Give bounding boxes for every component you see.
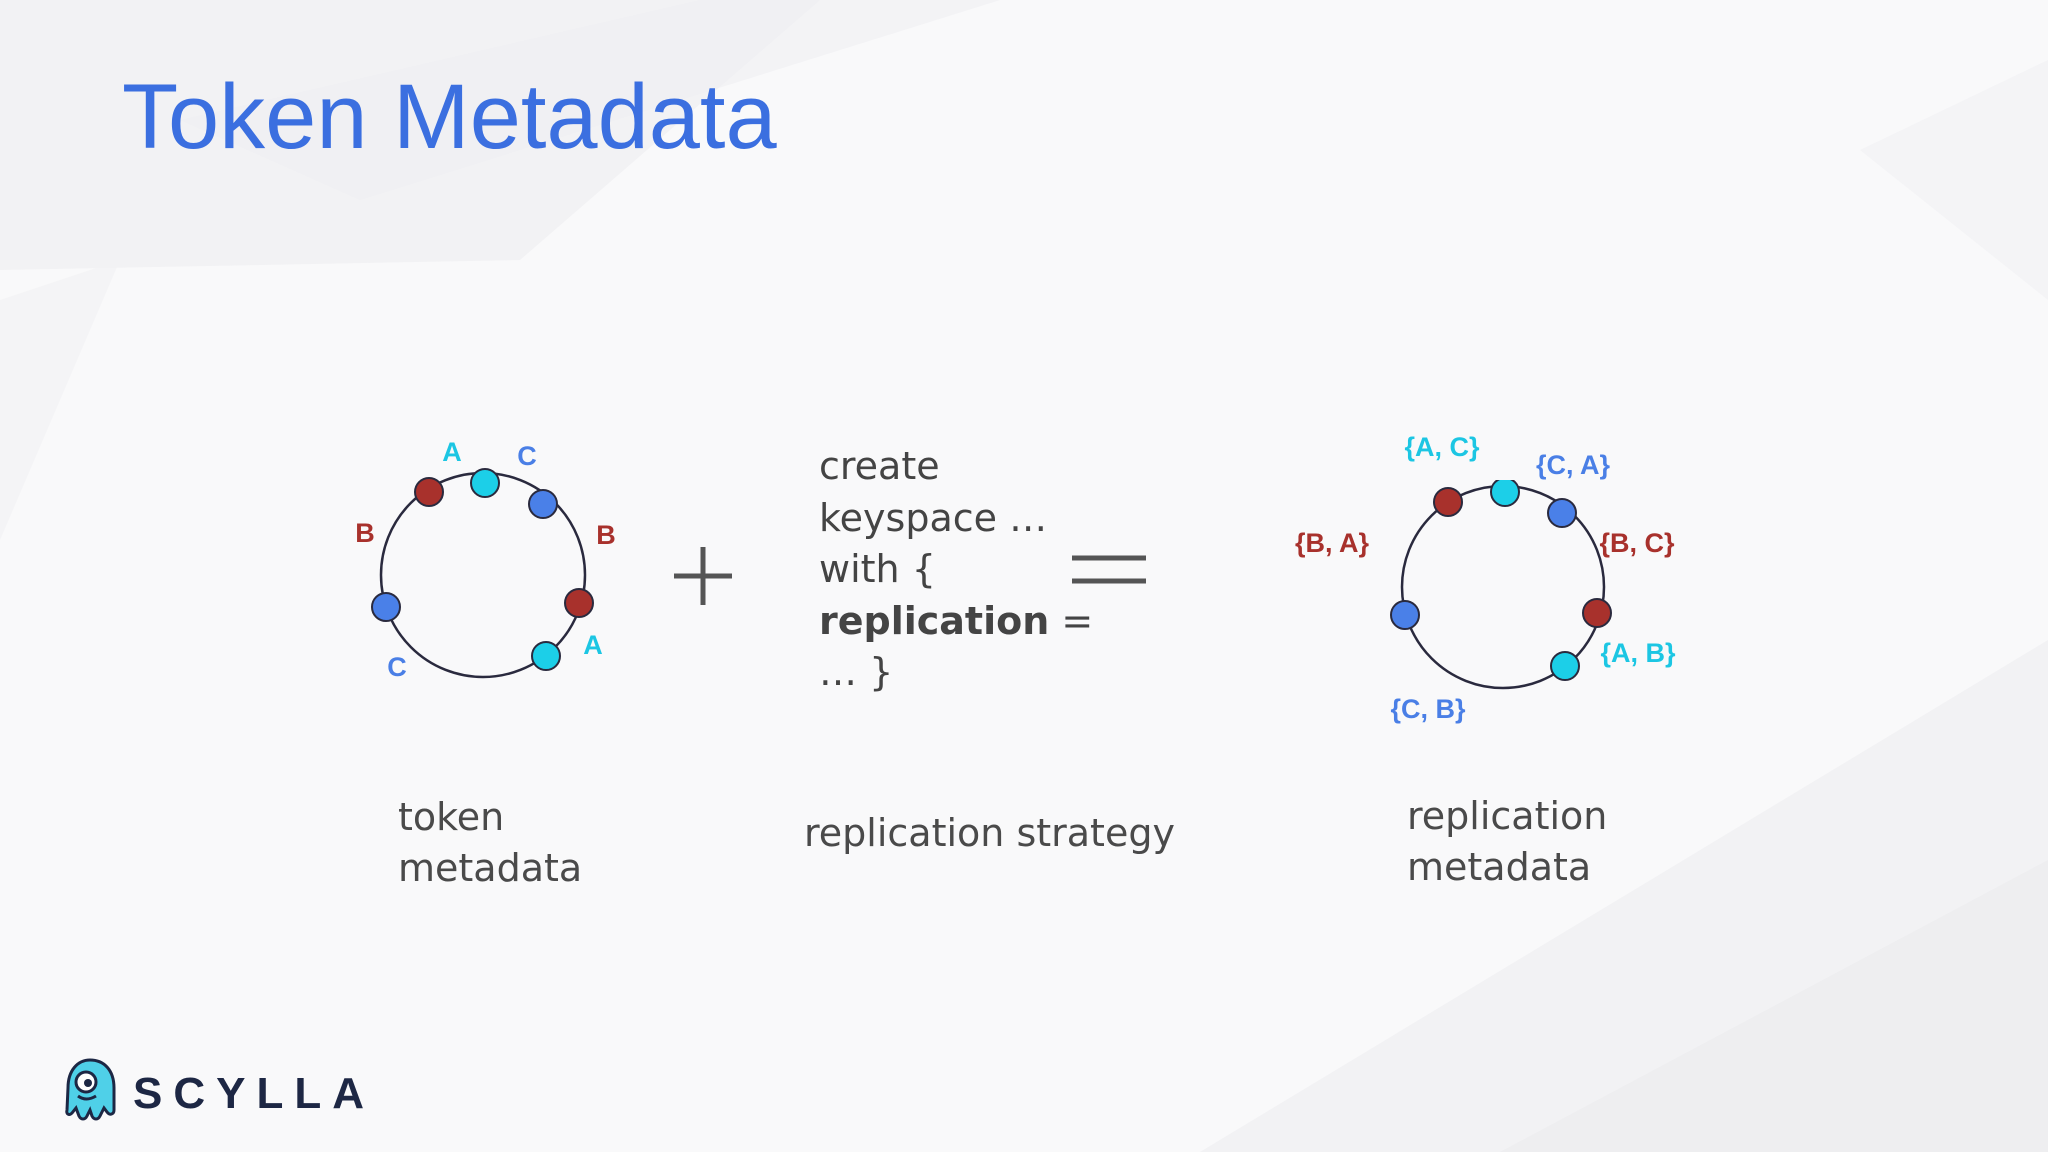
caption-token-metadata-line1: token <box>398 795 505 839</box>
token-node-a-top <box>470 468 500 498</box>
replication-node-c-top <box>1547 498 1577 528</box>
caption-token-metadata-line2: metadata <box>398 846 583 890</box>
equals-operator-icon <box>1072 555 1146 584</box>
scylla-logo-text: SCYLLA <box>133 1069 375 1118</box>
slide-title: Token Metadata <box>122 66 777 168</box>
replication-code-snippet: create keyspace … with { replication = …… <box>819 441 1093 699</box>
replication-node-a-bottom <box>1550 651 1580 681</box>
replication-node-b-right <box>1582 598 1612 628</box>
token-label-c-top: C <box>517 441 537 471</box>
replication-label-b-a: {B, A} <box>1294 528 1370 558</box>
code-line-2: keyspace … <box>819 495 1048 540</box>
code-line-3: with { <box>819 547 936 591</box>
caption-replication-metadata-line2: metadata <box>1407 845 1592 889</box>
replication-label-a-c: {A, C} <box>1404 432 1480 462</box>
plus-operator-icon <box>674 547 732 605</box>
replication-label-a-b: {A, B} <box>1600 638 1676 668</box>
token-label-a-top: A <box>442 437 462 467</box>
token-node-a-bottom <box>531 641 561 671</box>
code-line-1: create <box>819 444 940 488</box>
scylla-octopus-icon <box>65 1058 116 1121</box>
token-node-c-top <box>528 489 558 519</box>
replication-label-c-b: {C, B} <box>1390 694 1466 724</box>
replication-node-b-top <box>1433 487 1463 517</box>
token-label-c-bottom: C <box>387 652 407 682</box>
token-node-b-right <box>564 588 594 618</box>
replication-ring-diagram <box>1390 480 1612 690</box>
replication-node-c-left <box>1390 600 1420 630</box>
replication-node-a-top <box>1490 480 1520 507</box>
caption-replication-metadata: replication metadata <box>1407 791 1607 893</box>
token-label-b-left: B <box>355 518 375 548</box>
replication-label-c-a: {C, A} <box>1535 450 1611 480</box>
token-ring-diagram <box>371 468 594 679</box>
token-label-a-bottom: A <box>583 630 603 660</box>
code-line-4-rest: = <box>1049 598 1094 643</box>
token-node-c-left <box>371 592 401 622</box>
caption-replication-metadata-line1: replication <box>1407 794 1608 838</box>
token-label-b-right: B <box>596 520 616 550</box>
code-keyword-replication: replication <box>819 598 1050 643</box>
code-line-5: … } <box>819 650 894 694</box>
code-line-4: replication = <box>819 596 1093 648</box>
caption-token-metadata: token metadata <box>398 792 582 894</box>
token-node-b-top <box>414 477 444 507</box>
caption-replication-strategy: replication strategy <box>804 811 1175 855</box>
replication-label-b-c: {B, C} <box>1599 528 1675 558</box>
